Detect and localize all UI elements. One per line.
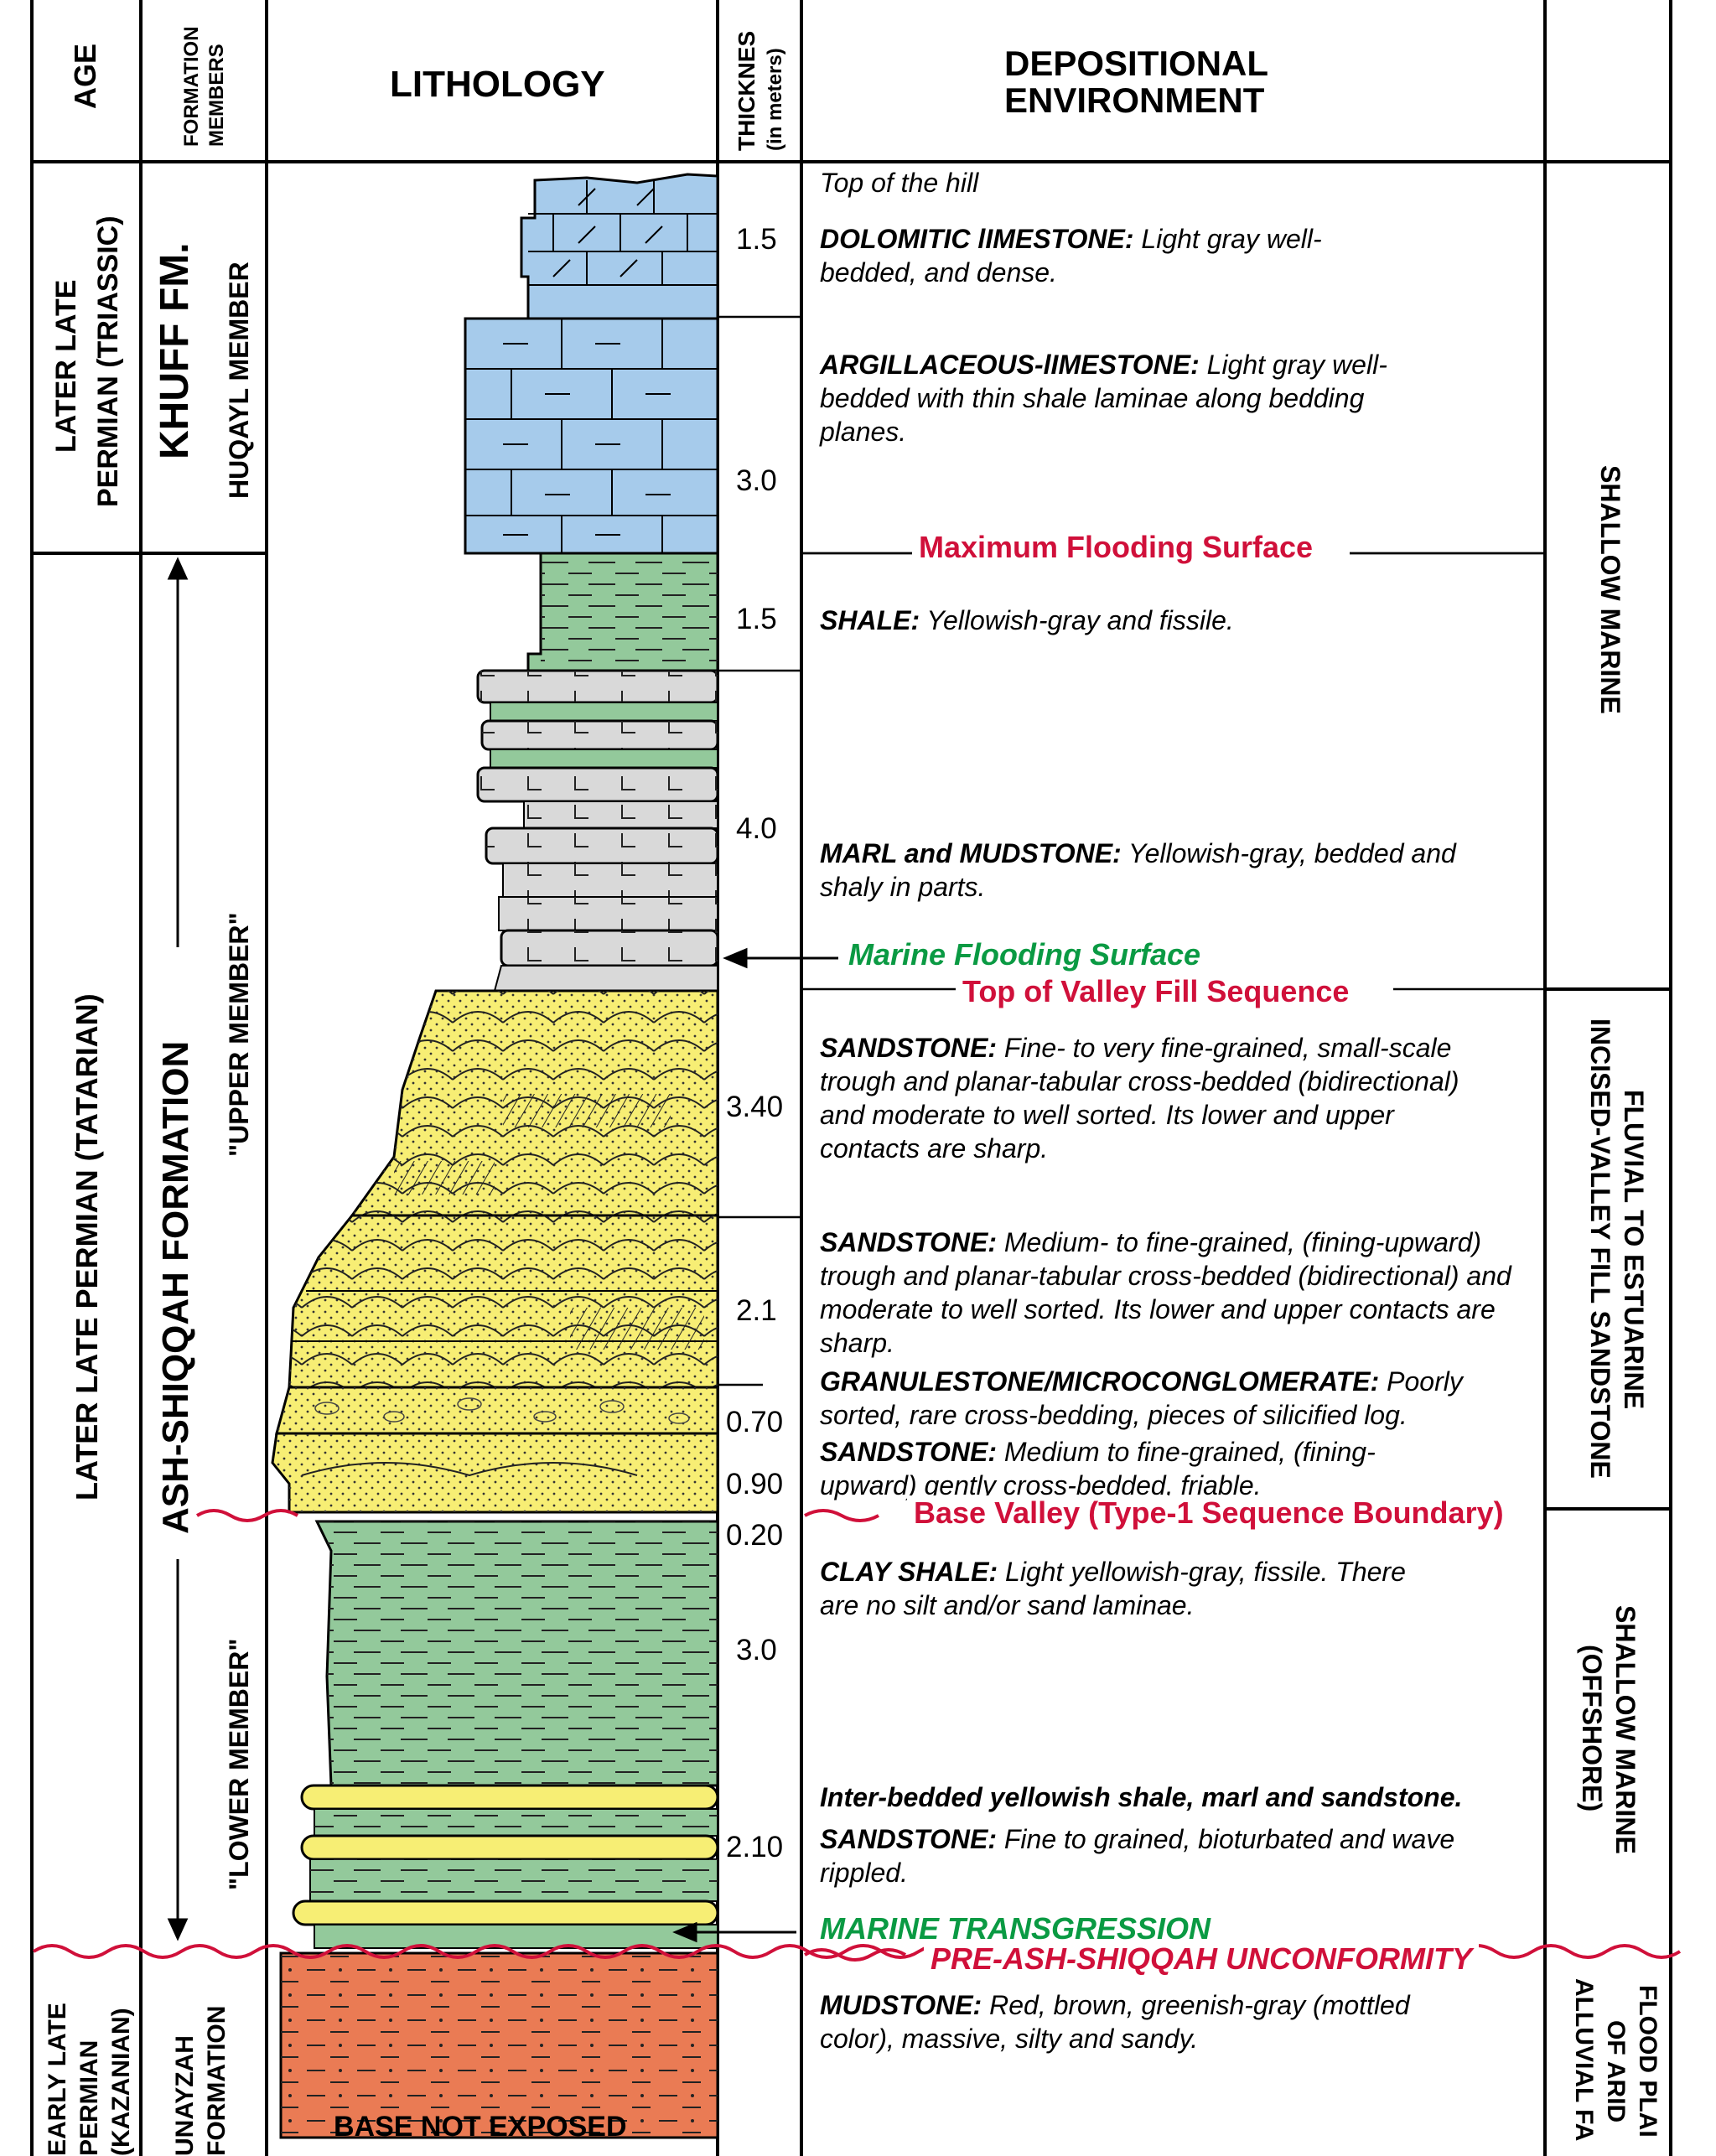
thickness-value: 3.40	[726, 1091, 783, 1123]
age-kazanian-line1: EARLY LATE	[44, 2003, 71, 2156]
sandstone-upper-bed	[350, 989, 719, 1217]
desc-argillaceous: ARGILLACEOUS-lIMESTONE: Light gray well-…	[820, 350, 1387, 447]
desc-sandstone-lower: SANDSTONE: Medium to fine-grained, (fini…	[820, 1437, 1376, 1500]
age-triassic-line2: PERMIAN (TRIASSIC)	[92, 215, 124, 507]
marine-transgression-arrow	[672, 1921, 697, 1943]
env-offshore-line1: SHALLOW MARINE	[1610, 1605, 1641, 1854]
thickness-value: 2.10	[726, 1831, 783, 1863]
desc-sandstone-bioturbated: SANDSTONE: Fine to grained, bioturbated …	[820, 1824, 1455, 1888]
red-mudstone-bed	[279, 1951, 719, 2139]
khuff-formation: KHUFF FM.	[153, 242, 197, 459]
desc-marl-mudstone: MARL and MUDSTONE: Yellowish-gray, bedde…	[820, 838, 1456, 902]
sandstone-lower-bed	[271, 1432, 719, 1514]
members-header: MEMBERS	[205, 44, 228, 147]
marl-mudstone-bed	[476, 669, 719, 992]
max-flooding-surface: Maximum Flooding Surface	[912, 530, 1320, 565]
shale-bed	[526, 552, 719, 672]
depositional-header-line1: DEPOSITIONAL	[1004, 44, 1268, 83]
base-valley-boundary-right	[804, 1509, 879, 1522]
interbedded-shale-sandstone	[292, 1784, 719, 1949]
age-tatarian: LATER LATE PERMIAN (TATARIAN)	[70, 993, 104, 1500]
argillaceous-limestone-bed	[464, 317, 719, 555]
lithology-header: LITHOLOGY	[390, 64, 605, 105]
env-floodplain-line3: ALLUVIAL FA	[1570, 1978, 1598, 2141]
env-offshore-line2: (OFFSHORE)	[1577, 1645, 1607, 1811]
thickness-value: 0.90	[726, 1468, 783, 1500]
depositional-header-line2: ENVIRONMENT	[1004, 80, 1265, 120]
desc-clay-shale: CLAY SHALE: Light yellowish-gray, fissil…	[820, 1557, 1406, 1620]
base-valley-boundary-label: Base Valley (Type-1 Sequence Boundary)	[907, 1495, 1511, 1531]
desc-dolomitic: DOLOMITIC lIMESTONE: Light gray well-bed…	[820, 224, 1322, 288]
marine-flooding-surface: Marine Flooding Surface	[842, 937, 1208, 972]
desc-interbedded: Inter-bedded yellowish shale, marl and s…	[820, 1782, 1463, 1812]
thickness-value: 4.0	[736, 812, 777, 845]
dolomitic-limestone-bed	[520, 173, 719, 320]
upper-member: "UPPER MEMBER"	[224, 912, 254, 1157]
sandstone-middle-bed	[288, 1214, 719, 1389]
thickness-header: THICKNES	[734, 31, 759, 151]
env-floodplain-line1: FLOOD PLAI	[1634, 1985, 1662, 2138]
unconformity-label: PRE-ASH-SHIQQAH UNCONFORMITY	[924, 1941, 1479, 1977]
base-valley-boundary	[195, 1509, 299, 1522]
member-range-arrows	[167, 557, 838, 1943]
marine-flooding-arrow	[723, 947, 748, 969]
age-kazanian-line2: PERMIAN	[75, 2040, 103, 2156]
granulestone-bed	[275, 1386, 719, 1435]
thickness-value: 2.1	[736, 1294, 777, 1327]
env-floodplain-line2: OF ARID	[1602, 2020, 1630, 2122]
unayzah-line2: FORMATION	[203, 2006, 231, 2156]
thickness-value: 3.0	[736, 1634, 777, 1666]
top-valley-fill: Top of Valley Fill Sequence	[956, 974, 1356, 1009]
unayzah-line1: UNAYZAH	[171, 2035, 199, 2156]
marine-transgression-label: MARINE TRANSGRESSION	[820, 1911, 1211, 1946]
desc-top-of-hill: Top of the hill	[820, 168, 979, 198]
base-not-exposed: BASE NOT EXPOSED	[334, 2111, 627, 2143]
desc-granulestone: GRANULESTONE/MICROCONGLOMERATE: Poorly s…	[820, 1366, 1463, 1430]
desc-shale: SHALE: Yellowish-gray and fissile.	[820, 605, 1234, 635]
unconformity-line-right	[1457, 1944, 1682, 1959]
lower-member: "LOWER MEMBER"	[224, 1638, 254, 1890]
thickness-value: 3.0	[736, 464, 777, 497]
env-fluvial-line2: INCISED-VALLEY FILL SANDSTONE	[1585, 1018, 1615, 1479]
env-shallow-marine: SHALLOW MARINE	[1595, 465, 1625, 714]
age-kazanian-line3: (KAZANIAN)	[107, 2008, 135, 2156]
clay-shale-bed	[314, 1520, 719, 1787]
env-fluvial-line1: FLUVIAL TO ESTUARINE	[1619, 1090, 1649, 1409]
desc-sandstone-upper: SANDSTONE: Fine- to very fine-grained, s…	[820, 1033, 1459, 1164]
unconformity-line	[32, 1944, 1031, 1959]
desc-mudstone: MUDSTONE: Red, brown, greenish-gray (mot…	[820, 1990, 1410, 2054]
thickness-value: 0.20	[726, 1519, 783, 1552]
thickness-value: 0.70	[726, 1406, 783, 1438]
age-header: AGE	[68, 44, 102, 109]
thickness-value: 1.5	[736, 223, 777, 256]
desc-sandstone-middle: SANDSTONE: Medium- to fine-grained, (fin…	[820, 1227, 1511, 1358]
ash-shiqqah-formation: ASH-SHIQQAH FORMATION	[155, 1041, 196, 1534]
thickness-value: 1.5	[736, 603, 777, 635]
formation-header: FORMATION	[180, 26, 203, 147]
huqayl-member: HUQAYL MEMBER	[224, 262, 254, 499]
thickness-unit: (in meters)	[764, 48, 786, 151]
age-triassic-line1: LATER LATE	[50, 280, 82, 453]
